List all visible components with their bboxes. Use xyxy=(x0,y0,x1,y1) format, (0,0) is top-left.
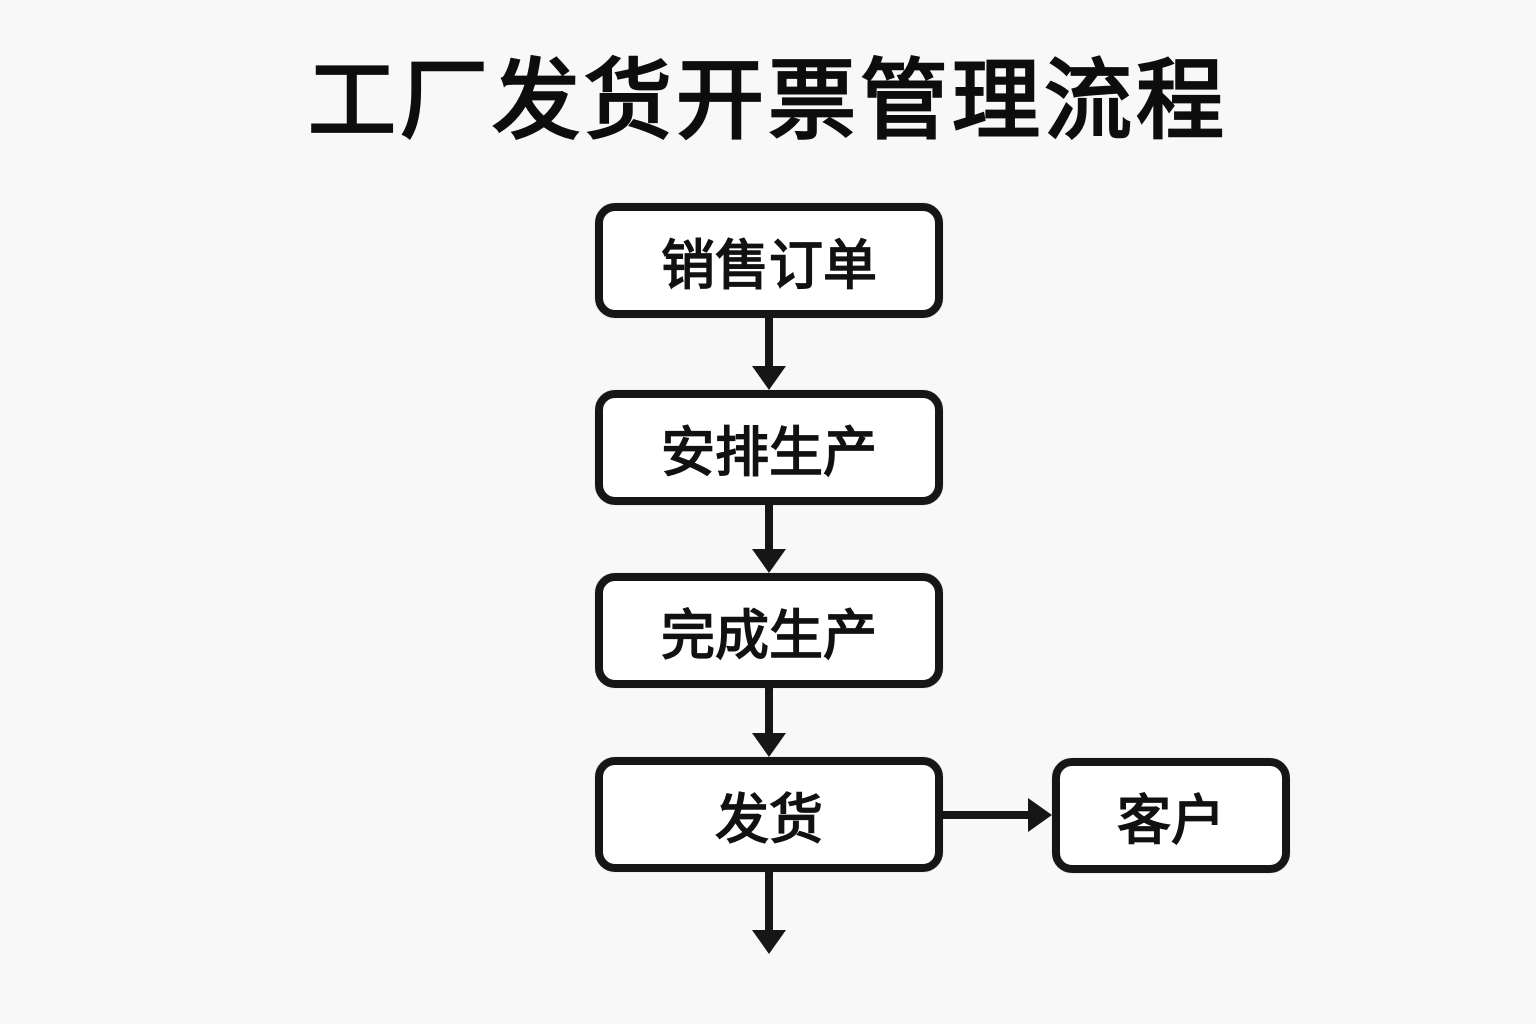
arrow-sales-to-arrange-head-icon xyxy=(752,366,786,390)
arrow-ship-down-head-icon xyxy=(752,930,786,954)
node-arrange-production-label: 安排生产 xyxy=(661,423,877,483)
node-customer: 客户 xyxy=(1052,758,1290,873)
node-customer-label: 客户 xyxy=(1117,791,1225,851)
diagram-title: 工厂发货开票管理流程 xyxy=(307,51,1228,150)
arrow-arrange-to-complete-head-icon xyxy=(752,549,786,573)
node-sales-order-label: 销售订单 xyxy=(661,236,877,296)
arrow-complete-to-ship-line xyxy=(765,688,773,735)
node-arrange-production: 安排生产 xyxy=(595,390,943,505)
arrow-ship-to-customer-head-icon xyxy=(1028,798,1052,832)
node-complete-production-label: 完成生产 xyxy=(661,606,877,666)
arrow-sales-to-arrange-line xyxy=(765,318,773,370)
arrow-ship-to-customer-line xyxy=(943,811,1029,819)
arrow-arrange-to-complete-line xyxy=(765,505,773,551)
node-ship-goods-label: 发货 xyxy=(715,790,823,850)
node-sales-order: 销售订单 xyxy=(595,203,943,318)
arrow-complete-to-ship-head-icon xyxy=(752,733,786,757)
node-complete-production: 完成生产 xyxy=(595,573,943,688)
arrow-ship-down-line xyxy=(765,872,773,932)
node-ship-goods: 发货 xyxy=(595,757,943,872)
